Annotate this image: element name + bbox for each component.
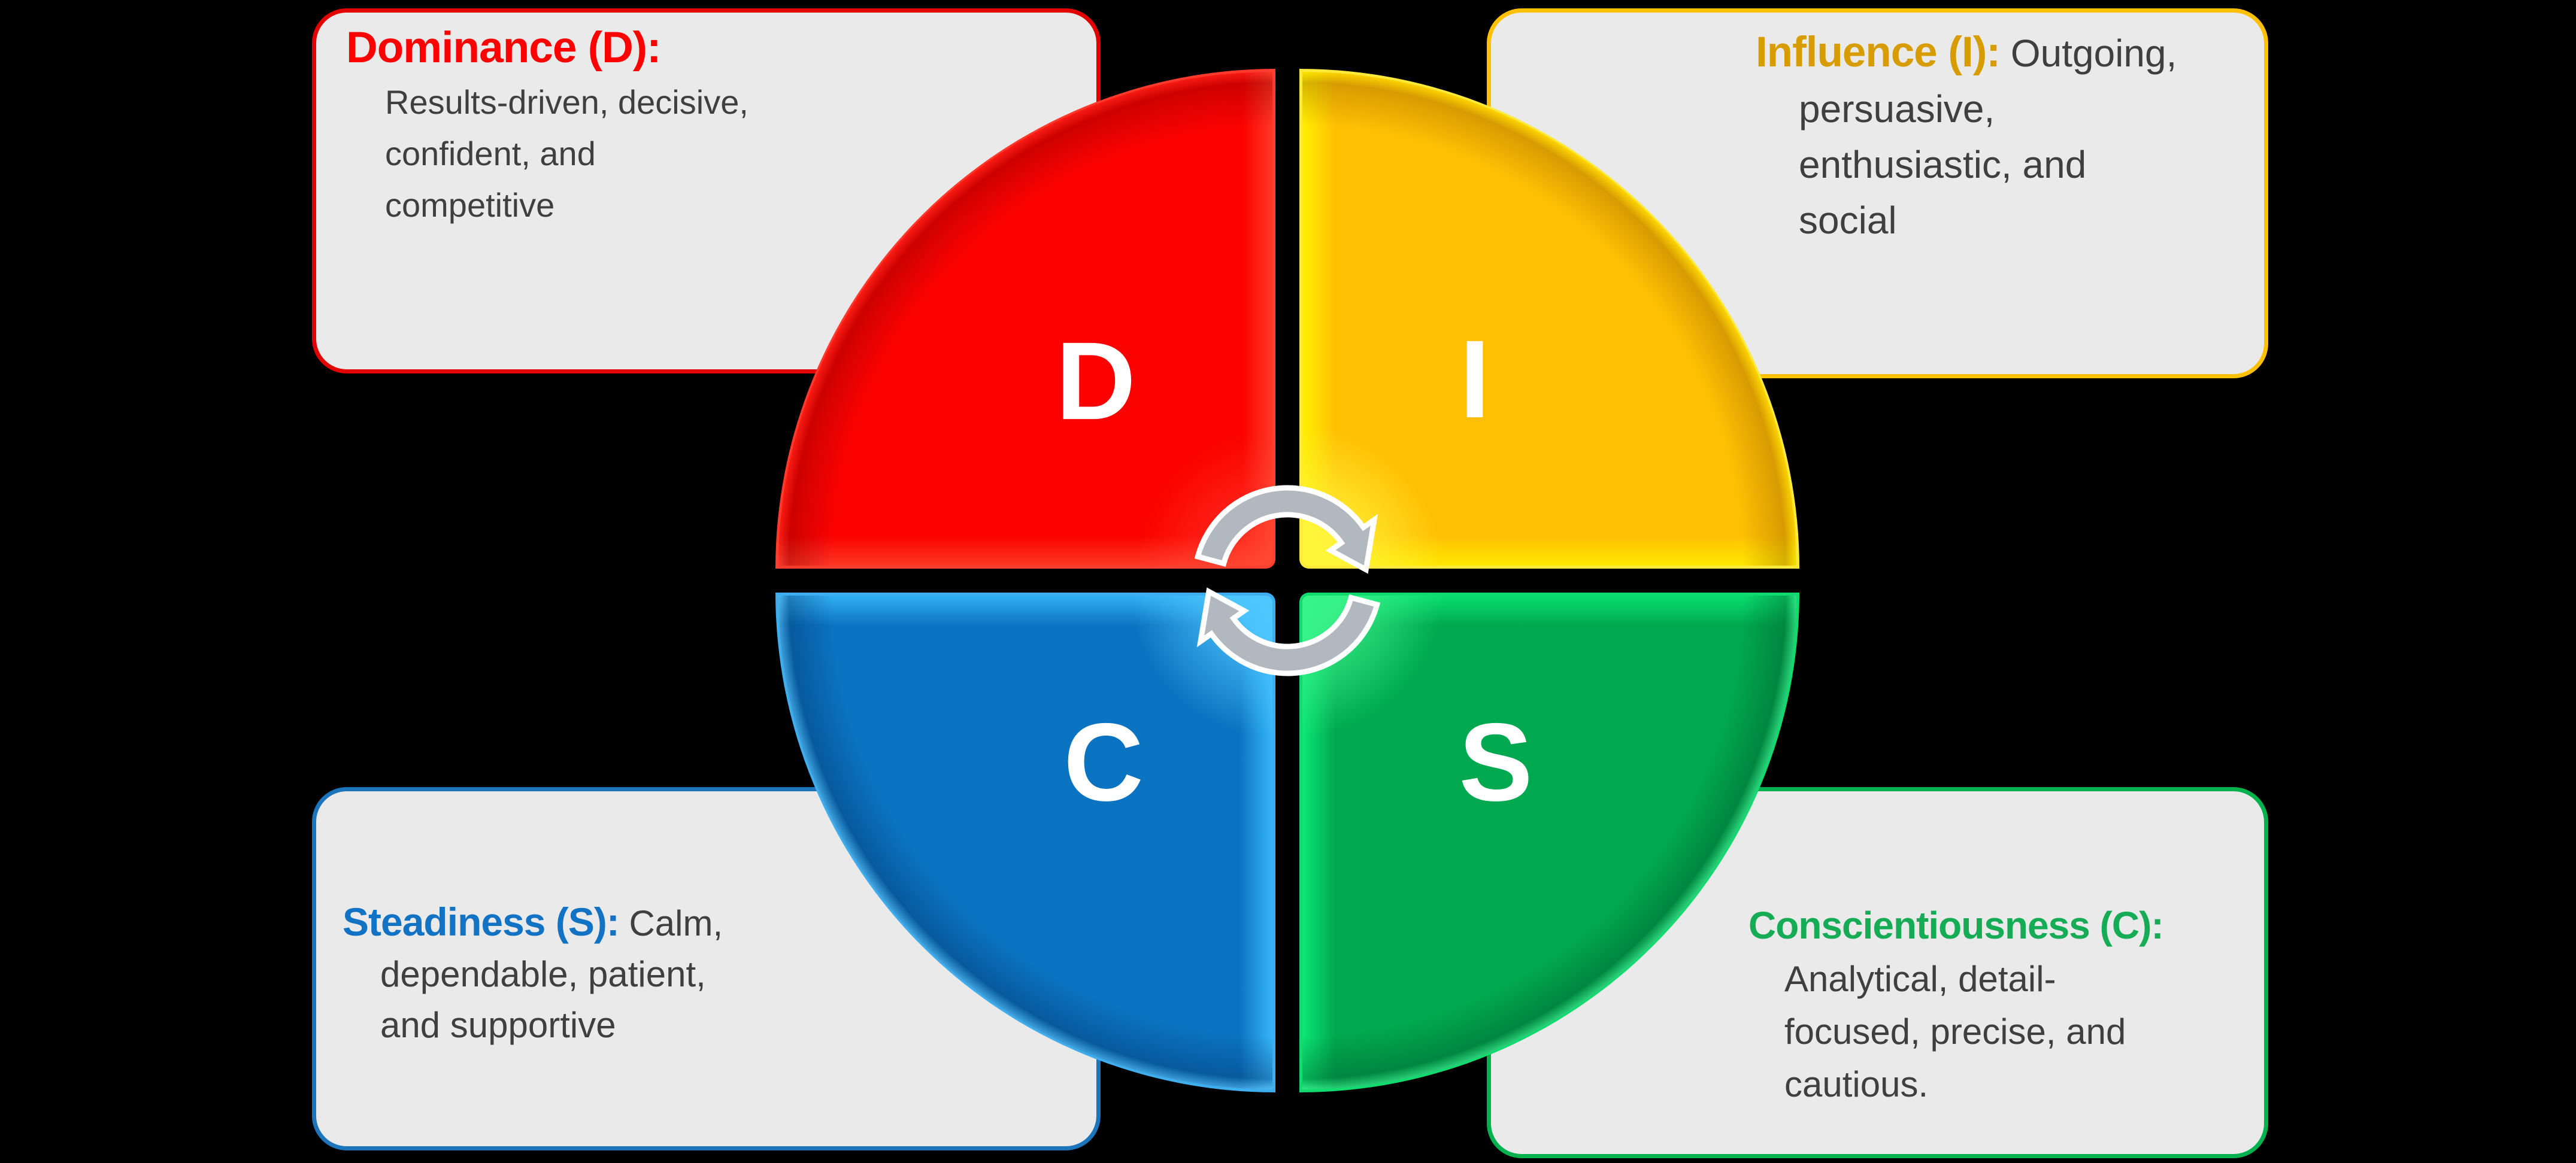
card-influence-body: Outgoing, persuasive, enthusiastic, and …: [1799, 32, 2177, 242]
quadrant-letter-s: S: [1459, 701, 1533, 825]
card-steadiness-title: Steadiness (S):: [343, 900, 620, 944]
card-dominance-body: Results-driven, decisive, confident, and…: [385, 83, 748, 224]
card-conscientiousness-text: Conscientiousness (C): Analytical, detai…: [1491, 791, 2264, 1111]
rotation-arrows-icon: [1194, 485, 1381, 676]
clockwise-arrow-bottom-icon: [1196, 587, 1381, 676]
card-influence-text: Influence (I): Outgoing, persuasive, ent…: [1491, 13, 2264, 248]
card-conscientiousness-title: Conscientiousness (C):: [1748, 904, 2164, 947]
quadrant-letter-i: I: [1459, 318, 1490, 442]
card-influence-title: Influence (I):: [1756, 29, 2001, 76]
disc-wheel: D I C S: [775, 69, 1799, 1092]
card-steadiness-text: Steadiness (S): Calm, dependable, patien…: [316, 791, 1096, 1050]
card-conscientiousness-body: Analytical, detail- focused, precise, an…: [1784, 959, 2126, 1104]
quadrant-letter-d: D: [1056, 320, 1136, 444]
card-dominance-text: Dominance (D): Results-driven, decisive,…: [316, 13, 1096, 231]
card-dominance-title: Dominance (D):: [346, 23, 661, 72]
quadrant-letter-c: C: [1063, 701, 1144, 825]
clockwise-arrow-top-icon: [1194, 485, 1378, 574]
card-steadiness-body: Calm, dependable, patient, and supportiv…: [380, 903, 723, 1045]
